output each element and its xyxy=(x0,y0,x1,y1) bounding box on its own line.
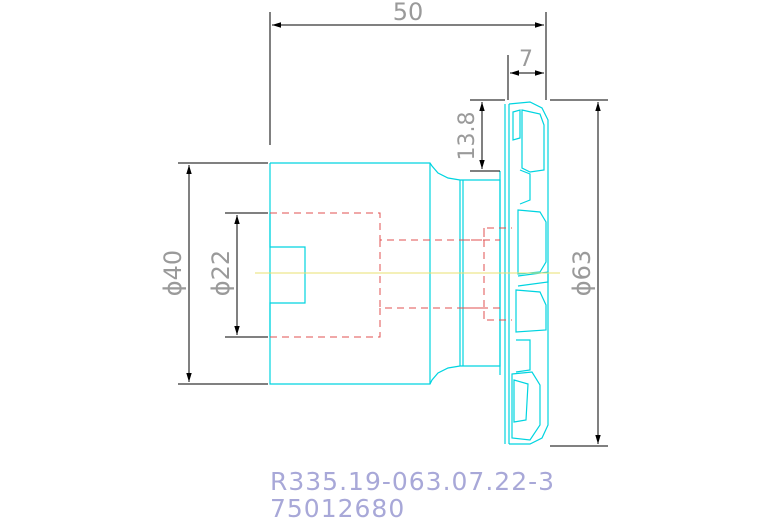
dim-flange-height: 13.8 xyxy=(455,112,480,161)
dimension-lines xyxy=(178,12,608,447)
part-number: R335.19-063.07.22-3 xyxy=(270,467,555,496)
item-number: 75012680 xyxy=(270,494,405,523)
dim-tip-length: 7 xyxy=(519,47,533,72)
dim-cutter-diameter: ϕ63 xyxy=(568,250,596,296)
dim-bore-diameter: ϕ22 xyxy=(207,250,235,296)
hidden-lines xyxy=(270,212,512,338)
dim-overall-length: 50 xyxy=(393,0,424,26)
dim-shank-diameter: ϕ40 xyxy=(159,250,187,296)
